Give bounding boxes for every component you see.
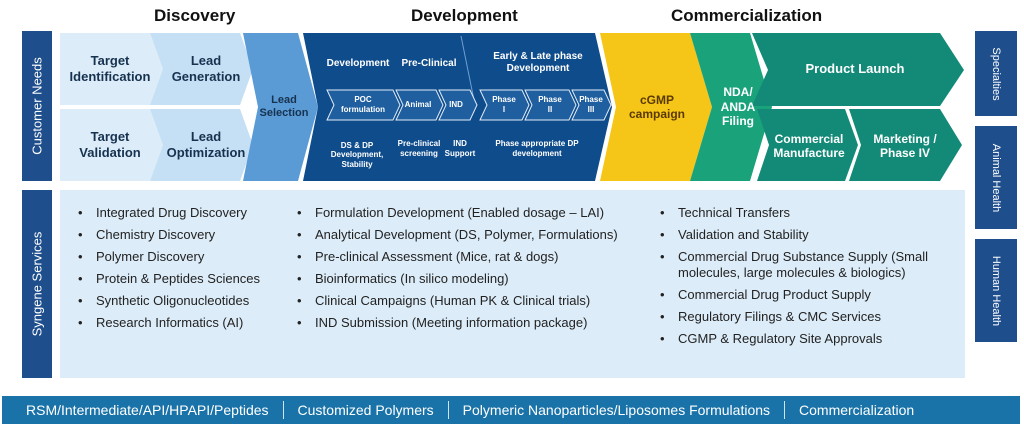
list-item: Integrated Drug Discovery: [74, 205, 279, 221]
services-development-list: Formulation Development (Enabled dosage …: [293, 205, 648, 337]
divider: [784, 401, 786, 419]
development-header: Development: [411, 6, 518, 25]
phase-3-shape: [571, 89, 612, 121]
list-item: Research Informatics (AI): [74, 315, 279, 331]
ind-shape: [438, 89, 478, 121]
nda-shape: [690, 33, 772, 181]
lead-generation-shape: [150, 33, 253, 105]
list-item: Chemistry Discovery: [74, 227, 279, 243]
animal-shape: [395, 89, 444, 121]
cgmp-shape: [600, 33, 712, 181]
lead-selection-shape: [243, 33, 318, 181]
pre-clinical-label: Pre-Clinical: [401, 58, 457, 69]
list-item: Analytical Development (DS, Polymer, For…: [293, 227, 648, 243]
capability-item: Commercialization: [799, 402, 915, 418]
divider: [447, 401, 449, 419]
commercial-manufacture-shape: [757, 109, 858, 181]
phase-2-shape: [524, 89, 577, 121]
list-item: Formulation Development (Enabled dosage …: [293, 205, 648, 221]
list-item: Pre-clinical Assessment (Mice, rat & dog…: [293, 249, 648, 265]
product-launch-label: Product Launch: [805, 61, 905, 77]
commercialization-header: Commercialization: [671, 6, 823, 25]
product-launch-shape: [752, 33, 964, 106]
value-chain-diagram: [60, 33, 964, 181]
services-label: Syngene Services: [29, 231, 45, 337]
discovery-header: Discovery: [154, 6, 236, 25]
lead-optimization-shape: [150, 109, 253, 181]
capability-item: Polymeric Nanoparticles/Liposomes Formul…: [462, 402, 771, 418]
ind-label: IND: [449, 100, 463, 110]
divider: [282, 401, 284, 419]
capability-item: Customized Polymers: [297, 402, 434, 418]
capability-item: RSM/Intermediate/API/HPAPI/Peptides: [26, 402, 269, 418]
list-item: Validation and Stability: [656, 227, 956, 243]
services-bar: Syngene Services: [22, 190, 52, 378]
marketing-shape: [849, 109, 962, 181]
list-item: Synthetic Oligonucleotides: [74, 293, 279, 309]
specialties-bar: Specialties: [975, 31, 1017, 116]
human-health-bar: Human Health: [975, 239, 1017, 342]
phase-1-shape: [479, 89, 530, 121]
services-discovery-list: Integrated Drug Discovery Chemistry Disc…: [74, 205, 279, 337]
human-health-label: Human Health: [990, 255, 1002, 326]
list-item: Regulatory Filings & CMC Services: [656, 309, 956, 325]
list-item: Bioinformatics (In silico modeling): [293, 271, 648, 287]
services-commercial-list: Technical Transfers Validation and Stabi…: [656, 205, 956, 353]
target-validation-shape: [60, 109, 163, 181]
list-item: Clinical Campaigns (Human PK & Clinical …: [293, 293, 648, 309]
list-item: Protein & Peptides Sciences: [74, 271, 279, 287]
customer-needs-bar: Customer Needs: [22, 31, 52, 181]
animal-label: Animal: [404, 100, 432, 110]
animal-health-bar: Animal Health: [975, 126, 1017, 229]
poc-formulation-shape: [326, 89, 401, 121]
development-label: Development: [326, 58, 390, 69]
list-item: IND Submission (Meeting information pack…: [293, 315, 648, 331]
list-item: Commercial Drug Substance Supply (Small …: [656, 249, 956, 281]
capabilities-bar: RSM/Intermediate/API/HPAPI/Peptides Cust…: [2, 396, 1020, 424]
list-item: Polymer Discovery: [74, 249, 279, 265]
list-item: CGMP & Regulatory Site Approvals: [656, 331, 956, 347]
target-identification-shape: [60, 33, 163, 105]
marketing-label: Marketing /Phase IV: [873, 131, 937, 160]
list-item: Commercial Drug Product Supply: [656, 287, 956, 303]
list-item: Technical Transfers: [656, 205, 956, 221]
